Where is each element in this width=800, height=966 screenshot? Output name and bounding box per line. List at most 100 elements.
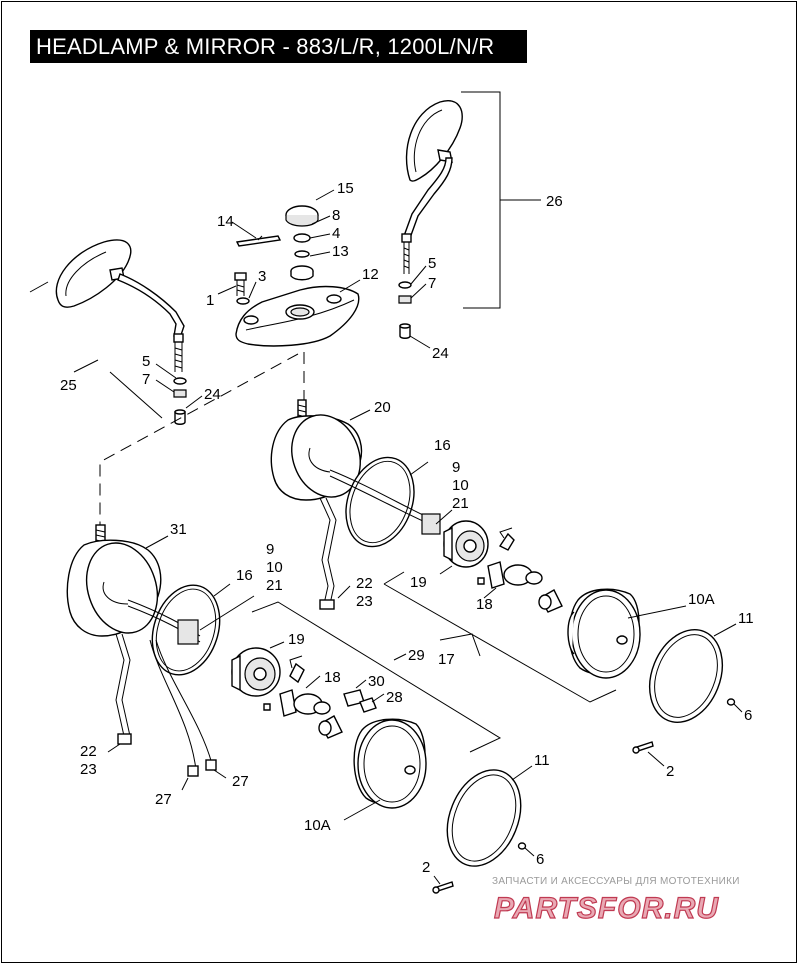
upper-trim-ring-11 bbox=[649, 629, 723, 723]
callout-4: 4 bbox=[332, 225, 340, 242]
leader-15 bbox=[315, 189, 335, 201]
leader-7-left bbox=[155, 379, 175, 393]
leader-17 bbox=[439, 633, 481, 657]
callout-19-upper: 19 bbox=[410, 574, 427, 591]
callout-5-left: 5 bbox=[142, 353, 150, 370]
upper-connector bbox=[421, 513, 441, 535]
callout-23-upper: 23 bbox=[356, 593, 373, 610]
callout-31: 31 bbox=[170, 521, 187, 538]
parking-socket-30 bbox=[343, 689, 377, 713]
leader-7-right bbox=[410, 283, 427, 299]
leader-27-left bbox=[181, 777, 189, 791]
watermark-subtitle: ЗАПЧАСТИ И АКСЕССУАРЫ ДЛЯ МОТОТЕХНИКИ bbox=[492, 876, 740, 887]
callout-11-lower: 11 bbox=[534, 752, 550, 769]
leader-19-lower bbox=[269, 641, 285, 649]
page-title: HEADLAMP & MIRROR - 883/L/R, 1200L/N/R bbox=[36, 34, 495, 59]
leader-25 bbox=[73, 359, 99, 373]
lower-bulb-18 bbox=[263, 655, 343, 739]
leader-10a-upper bbox=[627, 605, 687, 619]
callout-8: 8 bbox=[332, 207, 340, 224]
handlebar-clamp bbox=[235, 285, 360, 347]
bracket-26 bbox=[461, 91, 501, 309]
lower-socket-19 bbox=[231, 647, 281, 697]
lower-harness-27 bbox=[149, 639, 213, 771]
callout-13: 13 bbox=[332, 243, 349, 260]
lower-trim-ring-11 bbox=[446, 769, 522, 867]
lower-lens-10a bbox=[353, 718, 427, 809]
lower-screw-2 bbox=[432, 881, 454, 894]
bracket-25 bbox=[29, 281, 163, 419]
callout-30: 30 bbox=[368, 673, 385, 690]
leader-2-upper bbox=[647, 751, 665, 767]
leader-19-upper bbox=[439, 565, 453, 575]
callout-2-lower: 2 bbox=[422, 859, 430, 876]
callout-26: 26 bbox=[546, 193, 563, 210]
upper-headlamp-shell bbox=[270, 399, 363, 610]
callout-labels: 1 3 14 15 8 4 13 12 26 5 7 24 25 5 7 24 … bbox=[60, 180, 754, 876]
screw-1 bbox=[234, 272, 250, 305]
upper-gasket-16 bbox=[345, 456, 415, 548]
leader-10a-lower bbox=[343, 799, 381, 821]
callout-6-upper: 6 bbox=[744, 707, 752, 724]
leader-8 bbox=[311, 215, 331, 225]
callout-14: 14 bbox=[217, 213, 234, 230]
callout-17: 17 bbox=[438, 651, 455, 668]
leader-11-upper bbox=[713, 623, 737, 637]
leader-20 bbox=[349, 409, 371, 421]
callout-28: 28 bbox=[386, 689, 403, 706]
leader-28 bbox=[371, 693, 385, 703]
callout-2-upper: 2 bbox=[666, 763, 674, 780]
leader-30 bbox=[355, 679, 367, 689]
callout-29: 29 bbox=[408, 647, 425, 664]
callout-20: 20 bbox=[374, 399, 391, 416]
leader-2-lower bbox=[433, 875, 441, 885]
callout-10-lower: 10 bbox=[266, 559, 283, 576]
callout-18-lower: 18 bbox=[324, 669, 341, 686]
leader-22-lower bbox=[107, 743, 121, 753]
callout-24-right: 24 bbox=[432, 345, 449, 362]
callout-19-lower: 19 bbox=[288, 631, 305, 648]
leader-12 bbox=[339, 279, 361, 293]
callout-7-right: 7 bbox=[428, 275, 436, 292]
upper-screw-2 bbox=[632, 741, 654, 754]
leader-4 bbox=[309, 233, 331, 239]
leader-24-right bbox=[409, 335, 431, 349]
leader-22-upper bbox=[337, 585, 351, 599]
watermark-brand: PARTSFOR.RU bbox=[494, 892, 719, 925]
connector-27-left bbox=[187, 765, 199, 777]
lower-connector bbox=[177, 619, 199, 645]
leader-5-left bbox=[155, 363, 177, 379]
callout-10-upper: 10 bbox=[452, 477, 469, 494]
callout-9-lower: 9 bbox=[266, 541, 274, 558]
leader-27-right bbox=[213, 769, 227, 779]
leader-31 bbox=[145, 535, 169, 549]
callout-22-upper: 22 bbox=[356, 575, 373, 592]
callout-21-upper: 21 bbox=[452, 495, 469, 512]
leader-5-right bbox=[410, 265, 427, 285]
leader-16-upper bbox=[409, 461, 429, 476]
upper-bulb-18 bbox=[477, 527, 563, 613]
callout-16-upper: 16 bbox=[434, 437, 451, 454]
callout-12: 12 bbox=[362, 266, 379, 283]
leader-29 bbox=[393, 653, 407, 661]
callout-22-lower: 22 bbox=[80, 743, 97, 760]
callout-27-right: 27 bbox=[232, 773, 249, 790]
bracket-29 bbox=[251, 601, 502, 753]
callout-23-lower: 23 bbox=[80, 761, 97, 778]
callout-11-upper: 11 bbox=[738, 610, 754, 627]
callout-21-lower: 21 bbox=[266, 577, 283, 594]
leader-18-lower bbox=[305, 675, 321, 689]
leader-21-lower bbox=[199, 595, 255, 631]
leader-16-lower bbox=[213, 583, 231, 597]
pivot-parts bbox=[235, 205, 319, 281]
callout-7-left: 7 bbox=[142, 371, 150, 388]
callout-16-lower: 16 bbox=[236, 567, 253, 584]
callout-9-upper: 9 bbox=[452, 459, 460, 476]
callout-15: 15 bbox=[337, 180, 354, 197]
upper-lens-10a bbox=[567, 588, 641, 679]
callout-10a-upper: 10A bbox=[688, 591, 715, 608]
leader-24-left bbox=[185, 395, 203, 409]
leader-1 bbox=[217, 285, 237, 295]
